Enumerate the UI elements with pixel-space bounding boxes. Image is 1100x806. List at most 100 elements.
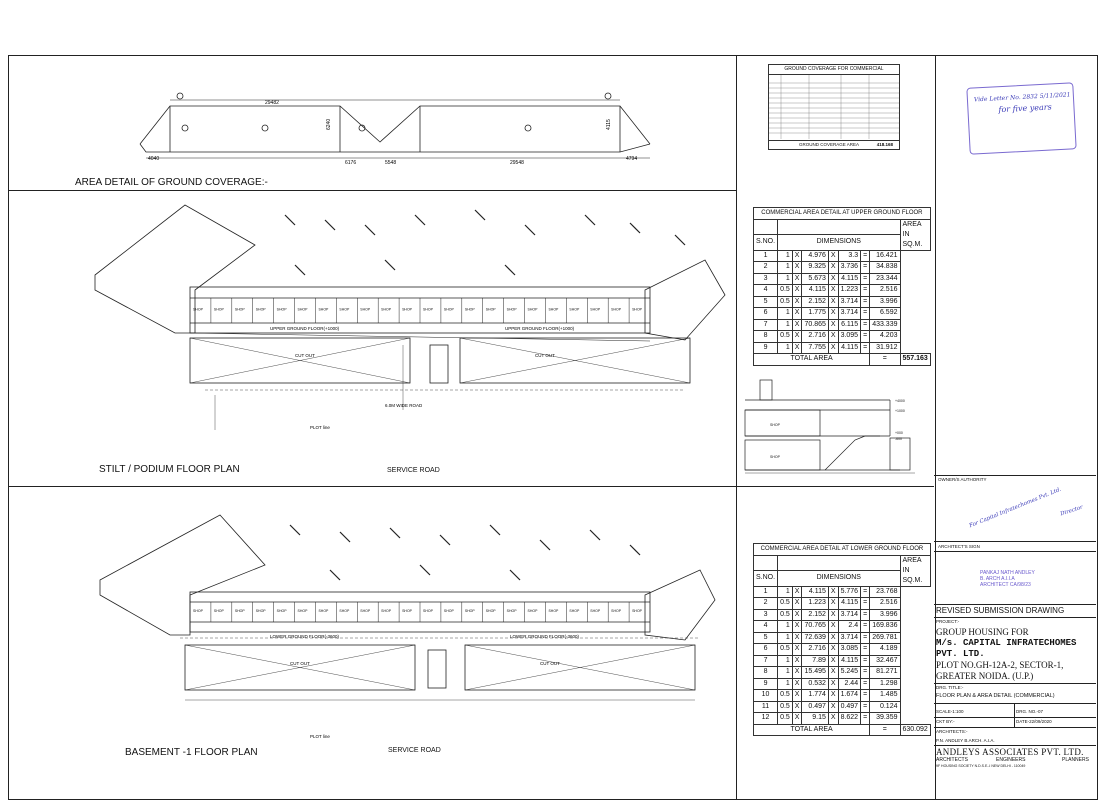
table-cell: 269.781 [869,631,901,644]
table-cell: 10 [752,689,779,702]
table-cell: X [827,677,839,690]
table-cell: 9.15 [801,712,829,725]
basement-shop-label: SHOP [360,609,371,613]
table-cell: 4.115 [837,341,862,354]
scale-divider [934,717,1096,718]
project-line-4: PLOT NO.GH-12A-2, SECTOR-1, [936,660,1064,670]
table-cell: 3.3 [837,249,862,262]
table-cell: 4 [752,284,779,297]
table-cell: = [860,318,871,331]
table-cell: 5.673 [801,272,829,285]
basement-shop-label: SHOP [256,609,267,613]
basement-shop-label: SHOP [486,609,497,613]
architect-stamp: PANKAJ NATH ANDLEY B. ARCH A.I.I.A ARCHI… [980,570,1035,588]
table-cell: 5.245 [837,666,862,679]
table-cell: 8.622 [837,712,862,725]
basement-shop-label: SHOP [611,609,622,613]
table-cell: X [827,249,839,262]
lower-table-header-sno: S.NO. [752,570,779,587]
basement-shop-label: SHOP [528,609,539,613]
svg-text:-600: -600 [895,437,902,441]
divider-3 [736,486,934,487]
svg-text:+000: +000 [895,431,903,435]
table-cell: 0.5 [777,712,793,725]
stilt-shop-label: SHOP [444,308,455,312]
drawing-date: DATE-22/09/2020 [1016,719,1052,724]
table-cell: 2.516 [869,597,901,610]
project-divider [934,683,1096,684]
table-cell: = [860,631,871,644]
table-cell: 3.085 [837,643,862,656]
table-cell: 6.592 [869,307,901,320]
basement-plan-title: BASEMENT -1 FLOOR PLAN [125,747,258,758]
table-cell: 2.516 [869,284,901,297]
stilt-plan-title: STILT / PODIUM FLOOR PLAN [99,464,240,475]
table-cell: 0.5 [777,295,793,308]
basement-shop-label: SHOP [214,609,225,613]
basement-lower-ground-label: LOWER GROUND FLOOR(-3600) [270,634,340,639]
table-cell: X [791,330,803,343]
basement-service-road: SERVICE ROAD [388,747,441,754]
table-cell: = [860,712,871,725]
project-line-2: M/s. CAPITAL INFRATECHOMES [936,638,1077,648]
stilt-shop-label: SHOP [423,308,434,312]
basement-shop-label: SHOP [193,609,204,613]
table-cell: 4.203 [869,330,901,343]
project-label: PROJECT:- [936,619,960,624]
table-cell: 3.714 [837,295,862,308]
table-cell: 1.298 [869,677,901,690]
drg-no: DRG. NO.-07 [1016,709,1044,714]
revised-submission: REVISED SUBMISSION DRAWING [936,606,1065,615]
stilt-shop-label: SHOP [256,308,267,312]
table-cell: 433.339 [869,318,901,331]
table-cell: 11 [752,700,779,713]
table-cell: 9 [752,341,779,354]
table-cell: X [791,654,803,667]
lower-ground-area-table: COMMERCIAL AREA DETAIL AT LOWER GROUND F… [752,543,931,736]
table-cell: = [860,643,871,656]
basement-shop-label: SHOP [444,609,455,613]
table-cell: 3.095 [837,330,862,343]
table-cell: 1.485 [869,689,901,702]
table-cell: 0.497 [801,700,829,713]
table-cell: 1.775 [801,307,829,320]
table-cell: 4 [752,620,779,633]
dim-height-b: 4115 [606,119,612,130]
table-cell: 70.865 [801,318,829,331]
stilt-cut-out-2: CUT OUT [535,353,555,358]
dim-bottom-left: 6176 [345,160,356,166]
stilt-shop-label: SHOP [318,308,329,312]
table-cell: X [791,689,803,702]
table-cell: 1 [777,585,793,598]
scale: SCALE-1:100 [936,709,964,714]
table-cell: 7 [752,654,779,667]
mid-vertical [1014,703,1015,727]
table-cell: 3.996 [869,295,901,308]
table-cell: 0.532 [801,677,829,690]
table-cell: X [827,700,839,713]
date-divider [934,727,1096,728]
table-cell: X [791,284,803,297]
table-cell: = [860,608,871,621]
stilt-shop-label: SHOP [569,308,580,312]
table-cell: X [827,608,839,621]
stilt-shop-label: SHOP [193,308,204,312]
firm-address: 9F HOUSING SOCIETY N.D.S.E.-I NEW DELHI … [936,764,1026,768]
stilt-shop-label: SHOP [381,308,392,312]
table-cell: X [827,654,839,667]
table-cell: X [827,261,839,274]
table-cell: X [791,307,803,320]
table-cell: X [791,712,803,725]
table-cell: X [791,631,803,644]
table-cell: 0.5 [777,597,793,610]
stilt-shop-label: SHOP [298,308,309,312]
architect-stamp-line-2: B. ARCH A.I.I.A [980,576,1015,582]
table-cell: X [827,272,839,285]
